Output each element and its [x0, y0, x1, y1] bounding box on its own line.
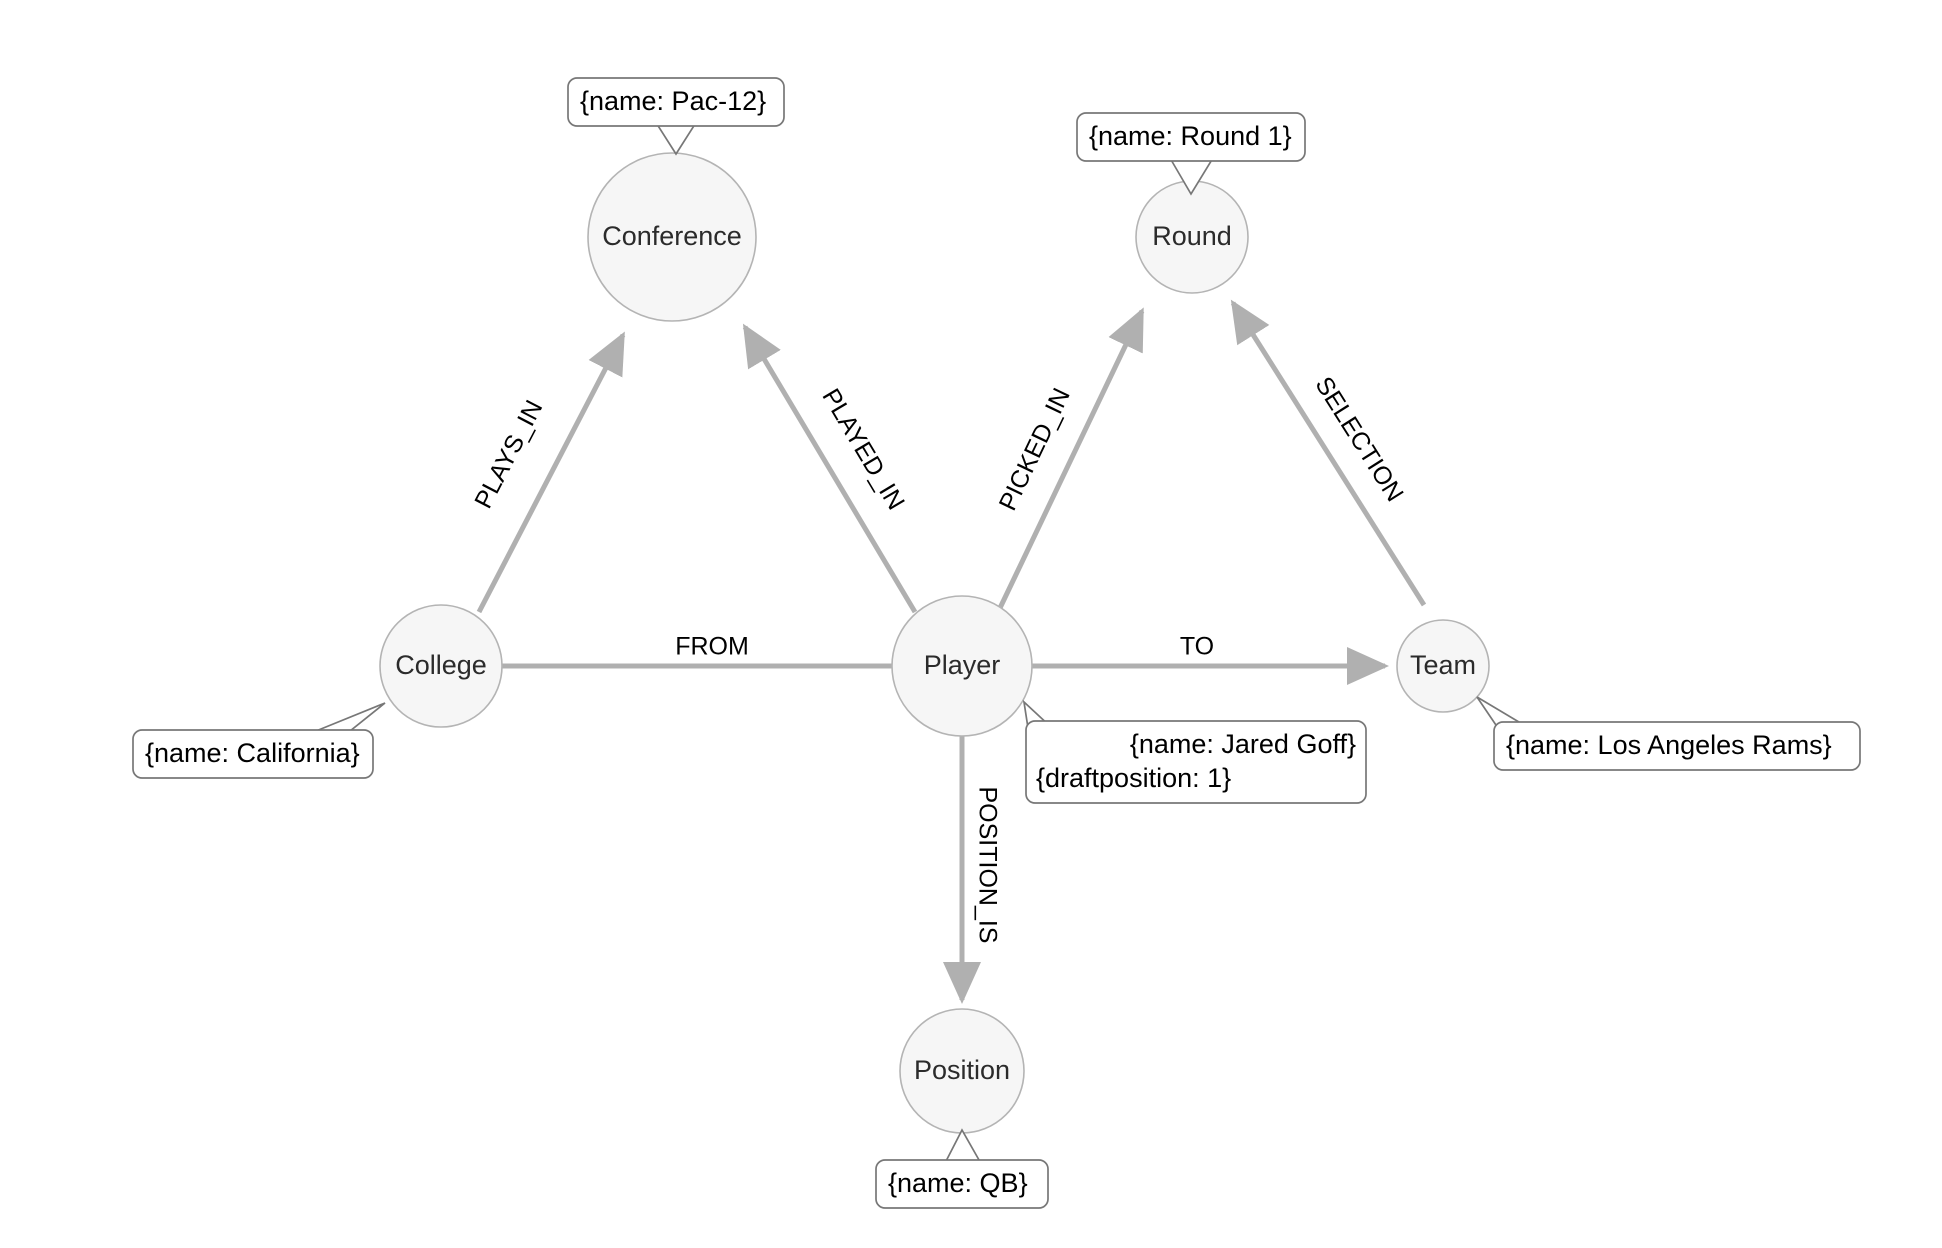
edge-from: FROM — [420, 633, 892, 685]
callout-conference-text: {name: Pac-12} — [580, 86, 766, 116]
edge-played-in: PLAYED_IN — [742, 323, 918, 614]
edge-picked-in-label: PICKED_IN — [994, 384, 1076, 515]
edge-played-in-line — [742, 323, 918, 614]
node-college-circle[interactable] — [379, 604, 503, 728]
node-conference-label: Conference — [602, 221, 742, 251]
callout-player-text-draftposition: {draftposition: 1} — [1036, 763, 1231, 793]
callout-team-text: {name: Los Angeles Rams} — [1506, 730, 1832, 760]
callout-player-text-name: {name: Jared Goff} — [1130, 729, 1356, 759]
callout-player: {name: Jared Goff} {draftposition: 1} — [1022, 699, 1367, 804]
callout-college-text: {name: California} — [145, 738, 360, 768]
edge-plays-in-label: PLAYS_IN — [469, 396, 548, 513]
edge-selection: SELECTION — [1230, 299, 1427, 607]
edge-plays-in-line — [476, 331, 626, 614]
callout-position: {name: QB} — [875, 1128, 1049, 1209]
callout-team: {name: Los Angeles Rams} — [1476, 696, 1861, 771]
edge-played-in-label: PLAYED_IN — [816, 384, 910, 515]
callout-round-text: {name: Round 1} — [1089, 121, 1292, 151]
node-team-label: Team — [1410, 650, 1476, 680]
callout-round: {name: Round 1} — [1076, 112, 1306, 196]
callout-round-box — [1076, 112, 1306, 162]
node-round[interactable]: Round — [1135, 180, 1249, 294]
callout-team-box — [1493, 721, 1861, 771]
node-college-label: College — [395, 650, 487, 680]
callout-player-box — [1025, 720, 1367, 804]
edge-position-is: POSITION_IS — [943, 735, 1001, 1005]
callout-position-box — [875, 1159, 1049, 1209]
node-conference[interactable]: Conference — [587, 152, 757, 322]
callout-conference-box — [567, 77, 785, 127]
callout-college-tail — [315, 702, 386, 732]
node-player-circle[interactable] — [891, 595, 1033, 737]
node-position[interactable]: Position — [899, 1008, 1025, 1134]
node-player[interactable]: Player — [891, 595, 1033, 737]
node-team[interactable]: Team — [1396, 619, 1490, 713]
node-conference-circle[interactable] — [587, 152, 757, 322]
callout-college-box — [132, 729, 374, 779]
node-college[interactable]: College — [379, 604, 503, 728]
node-round-label: Round — [1152, 221, 1232, 251]
edge-selection-label: SELECTION — [1309, 372, 1408, 507]
edge-plays-in: PLAYS_IN — [469, 331, 626, 614]
callout-position-text: {name: QB} — [888, 1168, 1028, 1198]
edge-selection-line — [1230, 299, 1427, 607]
node-position-label: Position — [914, 1055, 1010, 1085]
callout-college: {name: California} — [132, 702, 386, 779]
edge-to: TO — [1032, 633, 1390, 685]
edge-picked-in-line — [997, 307, 1145, 610]
node-player-label: Player — [924, 650, 1001, 680]
callout-conference: {name: Pac-12} — [567, 77, 785, 156]
edge-picked-in: PICKED_IN — [994, 307, 1145, 610]
node-team-circle[interactable] — [1396, 619, 1490, 713]
edge-from-label: FROM — [675, 633, 749, 661]
edge-position-is-label: POSITION_IS — [973, 787, 1001, 944]
edge-to-label: TO — [1180, 633, 1214, 661]
